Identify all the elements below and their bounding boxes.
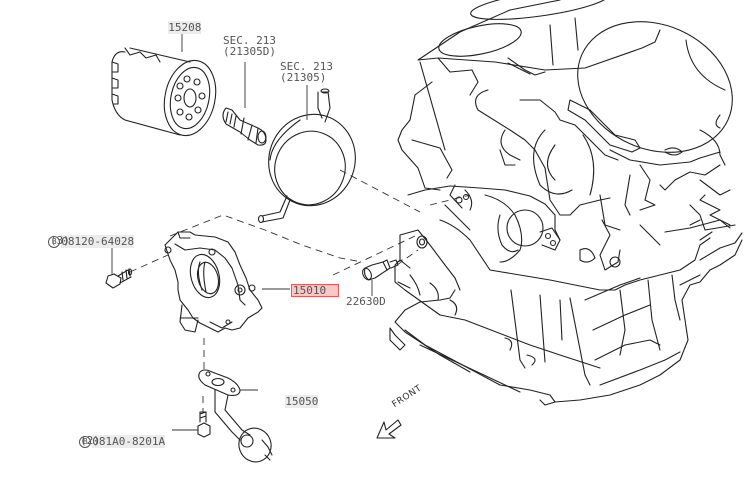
connector-bolt-part-label[interactable]: (21305D) [223, 45, 276, 58]
bolt-symbol-icon: B [48, 236, 61, 248]
strainer-bolt-drawing [172, 411, 211, 438]
oil-cooler-part-label[interactable]: (21305) [280, 71, 327, 84]
bolt-symbol-icon: B [79, 436, 92, 448]
oil-filter-part-label[interactable]: 15208 [168, 21, 202, 34]
pump-bolt-qty: (3) [50, 234, 70, 247]
sensor-drawing [362, 235, 428, 296]
oil-pump-part-label[interactable]: 15010 [291, 284, 339, 297]
alignment-lines [129, 169, 471, 412]
oil-cooler-drawing [257, 85, 356, 224]
strainer-drawing [198, 369, 273, 463]
engine-block [389, 0, 743, 406]
oil-filter-drawing [111, 24, 217, 137]
strainer-bolt-qty: (2) [80, 434, 100, 447]
sensor-part-label[interactable]: 22630D [346, 295, 386, 308]
front-arrow-icon [376, 419, 402, 439]
connector-bolt-sec-label[interactable]: SEC. 213 [223, 34, 276, 47]
connector-bolt-drawing [222, 62, 267, 146]
strainer-part-label[interactable]: 15050 [285, 395, 319, 408]
oil-pump-drawing [164, 231, 290, 333]
oil-cooler-sec-label[interactable]: SEC. 213 [280, 60, 333, 73]
pump-bolt-drawing [105, 247, 133, 289]
